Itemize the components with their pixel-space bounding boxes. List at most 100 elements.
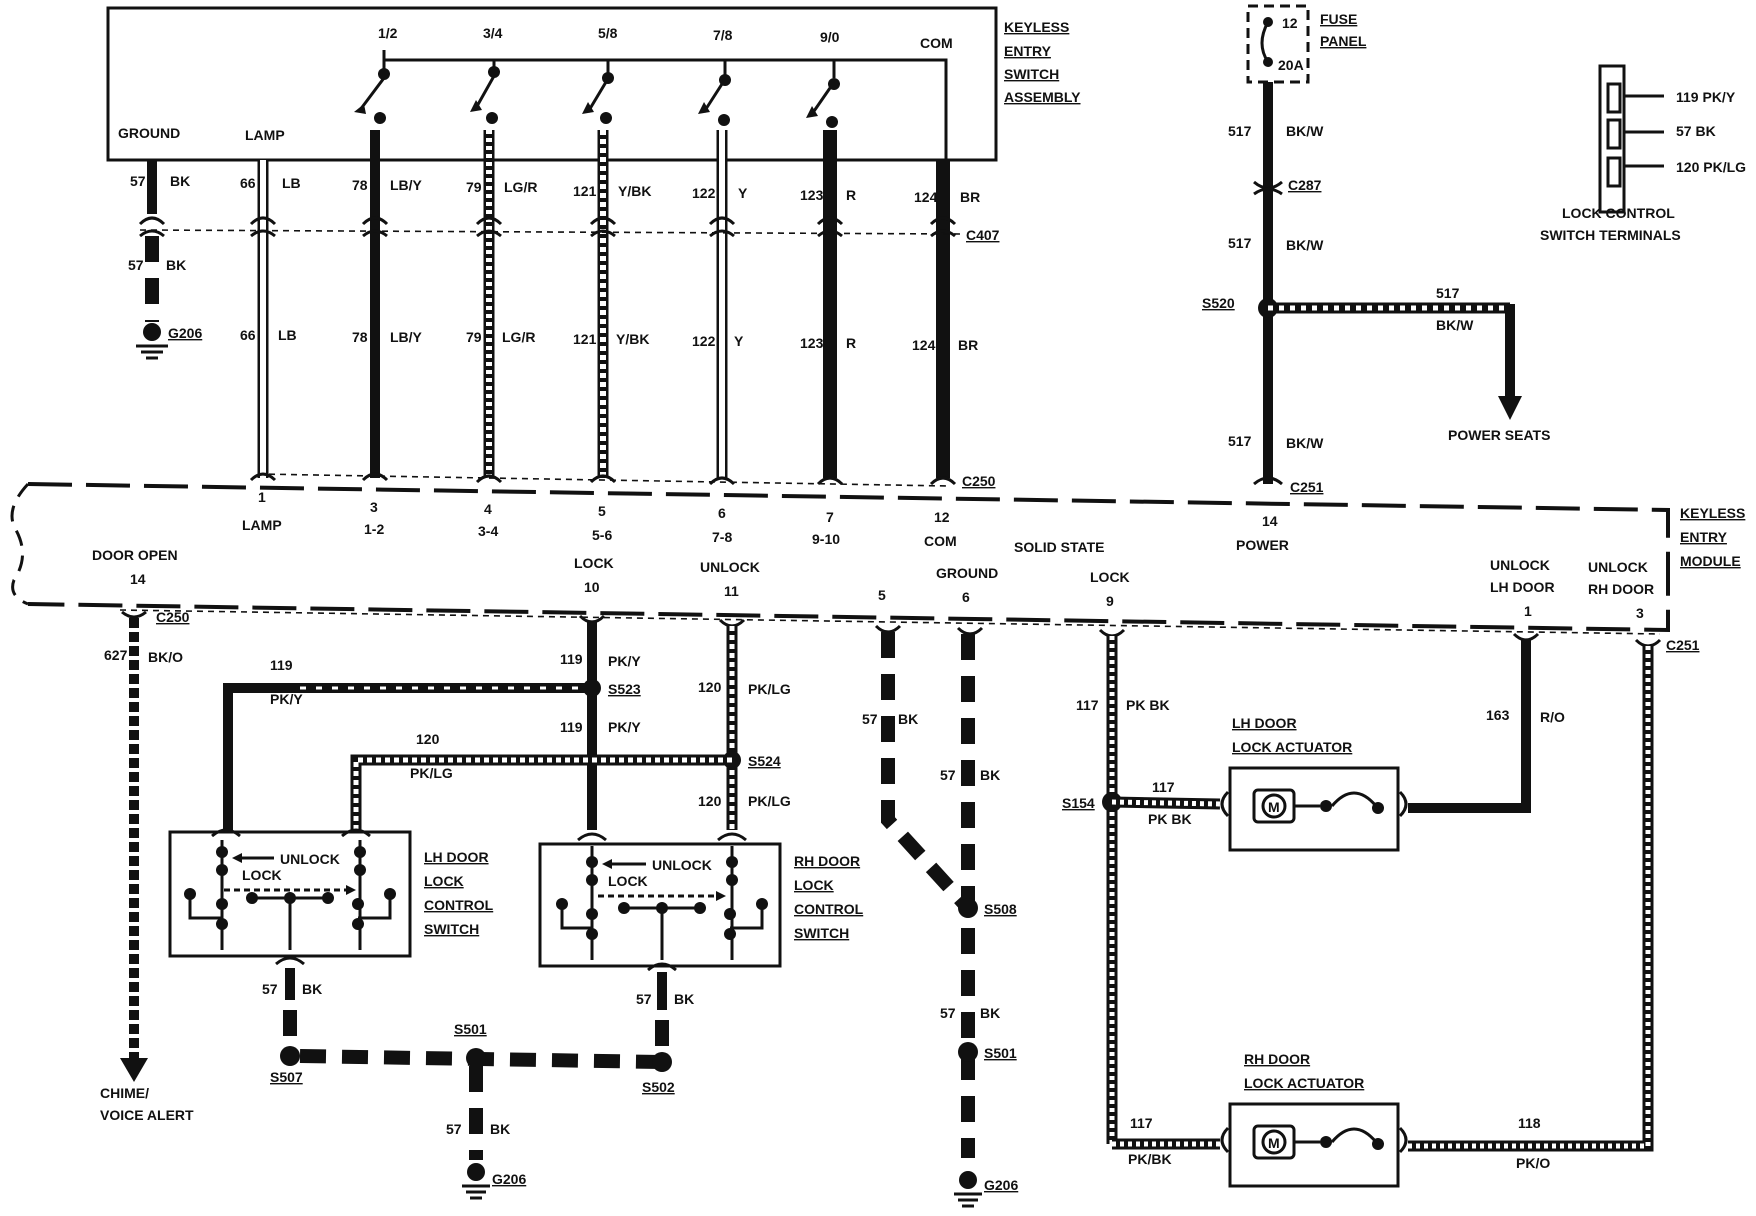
- bottom-pin-3-label-2: RH DOOR: [1588, 581, 1654, 597]
- terminal-pin-2: 57 BK: [1676, 123, 1716, 139]
- wire-66-low-color: LB: [278, 327, 297, 343]
- wire-123-low-color: R: [846, 335, 856, 351]
- rh-act-right-num: 118: [1518, 1115, 1541, 1131]
- bottom-pin-11: 11: [724, 583, 739, 599]
- g206-label-a: G206: [168, 325, 202, 341]
- switch-assembly-title-4: ASSEMBLY: [1004, 89, 1081, 105]
- p6-color: BK: [980, 767, 1000, 783]
- lh-gnd-color: BK: [302, 981, 322, 997]
- s508-low-num: 57: [940, 1005, 956, 1021]
- wire-124-low-num: 124: [912, 337, 936, 353]
- wire-124-low-color: BR: [958, 337, 978, 353]
- top-pin-12-label: COM: [924, 533, 957, 549]
- g206-label-b: G206: [492, 1171, 526, 1187]
- fuse-number: 12: [1282, 15, 1298, 31]
- rh-act-right-color: PK/O: [1516, 1155, 1550, 1171]
- wire-123-num: 123: [800, 187, 824, 203]
- keyless-entry-module: KEYLESS ENTRY MODULE SOLID STATE 1 LAMP …: [10, 472, 1745, 633]
- ground-label: GROUND: [118, 125, 180, 141]
- wire-78-color: LB/Y: [390, 177, 423, 193]
- top-pin-6: 6: [718, 505, 726, 521]
- wire-122-low-color: Y: [734, 333, 744, 349]
- top-pin-5-label: 5-6: [592, 527, 612, 543]
- p9-num: 117: [1076, 697, 1099, 713]
- wire-123-low-num: 123: [800, 335, 824, 351]
- top-pin-14: 14: [1262, 513, 1278, 529]
- key-label-3: 5/8: [598, 25, 618, 41]
- top-pin-6-label: 7-8: [712, 529, 732, 545]
- chime-wire-color: BK/O: [148, 649, 183, 665]
- bottom-pin-1-label-1: UNLOCK: [1490, 557, 1550, 573]
- lh-gnd-num: 57: [262, 981, 278, 997]
- rh-gnd-color: BK: [674, 991, 694, 1007]
- wire-66-color: LB: [282, 175, 301, 191]
- switch-assembly-title-1: KEYLESS: [1004, 19, 1069, 35]
- wire-122-num: 122: [692, 185, 716, 201]
- lh-unlock-label: UNLOCK: [280, 851, 340, 867]
- lh-switch-title-1: LH DOOR: [424, 849, 489, 865]
- fuse-panel: 12 20A FUSE PANEL: [1246, 4, 1367, 84]
- terminal-pin-3: 120 PK/LG: [1676, 159, 1746, 175]
- bottom-pin-3-label-1: UNLOCK: [1588, 559, 1648, 575]
- w163-color: R/O: [1540, 709, 1565, 725]
- bottom-pin-5: 5: [878, 587, 886, 603]
- wire-122-color: Y: [738, 185, 748, 201]
- s523-label: S523: [608, 681, 641, 697]
- top-pin-3-label: 1-2: [364, 521, 384, 537]
- terminals-title-2: SWITCH TERMINALS: [1540, 227, 1681, 243]
- chime-dest-2: VOICE ALERT: [100, 1107, 194, 1123]
- rh-actuator-title-2: LOCK ACTUATOR: [1244, 1075, 1364, 1091]
- c287-label: C287: [1288, 177, 1322, 193]
- lh-actuator-title-2: LOCK ACTUATOR: [1232, 739, 1352, 755]
- lh-lock-label: LOCK: [242, 867, 282, 883]
- w120-h-color: PK/LG: [410, 765, 453, 781]
- com-label: COM: [920, 35, 953, 51]
- c251-label: C251: [1290, 479, 1324, 495]
- w120-low-num: 120: [698, 793, 722, 809]
- rh-unlock-label: UNLOCK: [652, 857, 712, 873]
- w120-h-num: 120: [416, 731, 440, 747]
- wire-78-num: 78: [352, 177, 368, 193]
- p9-color: PK BK: [1126, 697, 1170, 713]
- keyless-entry-switch-assembly: KEYLESS ENTRY SWITCH ASSEMBLY GROUND LAM…: [106, 6, 1081, 162]
- bottom-pin-14: 14: [130, 571, 146, 587]
- switch-assembly-title-2: ENTRY: [1004, 43, 1052, 59]
- s501-gnd-num: 57: [446, 1121, 462, 1137]
- rh-switch-title-3: CONTROL: [794, 901, 864, 917]
- fuse-rating: 20A: [1278, 57, 1304, 73]
- s501-gnd-color: BK: [490, 1121, 510, 1137]
- rh-switch-title-1: RH DOOR: [794, 853, 860, 869]
- power-w3-color: BK/W: [1286, 435, 1324, 451]
- wire-123-color: R: [846, 187, 856, 203]
- s520-label: S520: [1202, 295, 1235, 311]
- lower-harness: 627 BK/O CHIME/ VOICE ALERT 119 PK/Y S52…: [100, 610, 1662, 1208]
- bottom-pin-9: 9: [1106, 593, 1114, 609]
- rh-switch-title-2: LOCK: [794, 877, 834, 893]
- wire-124-color: BR: [960, 189, 980, 205]
- rh-switch-title-4: SWITCH: [794, 925, 849, 941]
- key-switch-4: [698, 60, 731, 126]
- power-w2-num: 517: [1228, 235, 1252, 251]
- lh-act-num: 117: [1152, 779, 1175, 795]
- rh-gnd-num: 57: [636, 991, 652, 1007]
- top-pin-1: 1: [258, 489, 266, 505]
- top-pin-4-label: 3-4: [478, 523, 498, 539]
- key-switch-1: [354, 60, 390, 124]
- bottom-pin-10-label: LOCK: [574, 555, 614, 571]
- wire-79-color: LG/R: [504, 179, 537, 195]
- top-pin-7: 7: [826, 509, 834, 525]
- wire-66-num: 66: [240, 175, 256, 191]
- s524-label: S524: [748, 753, 781, 769]
- chime-dest-1: CHIME/: [100, 1085, 149, 1101]
- wire-57-low-num: 57: [128, 257, 144, 273]
- top-pin-5: 5: [598, 503, 606, 519]
- power-w3-num: 517: [1228, 433, 1252, 449]
- rh-actuator-title-1: RH DOOR: [1244, 1051, 1310, 1067]
- top-pin-3: 3: [370, 499, 378, 515]
- fuse-panel-title-2: PANEL: [1320, 33, 1367, 49]
- bottom-pin-1-label-2: LH DOOR: [1490, 579, 1555, 595]
- rh-lock-label: LOCK: [608, 873, 648, 889]
- lh-door-lock-actuator: M LH DOOR LOCK ACTUATOR: [1220, 715, 1408, 852]
- wire-57-num: 57: [130, 173, 146, 189]
